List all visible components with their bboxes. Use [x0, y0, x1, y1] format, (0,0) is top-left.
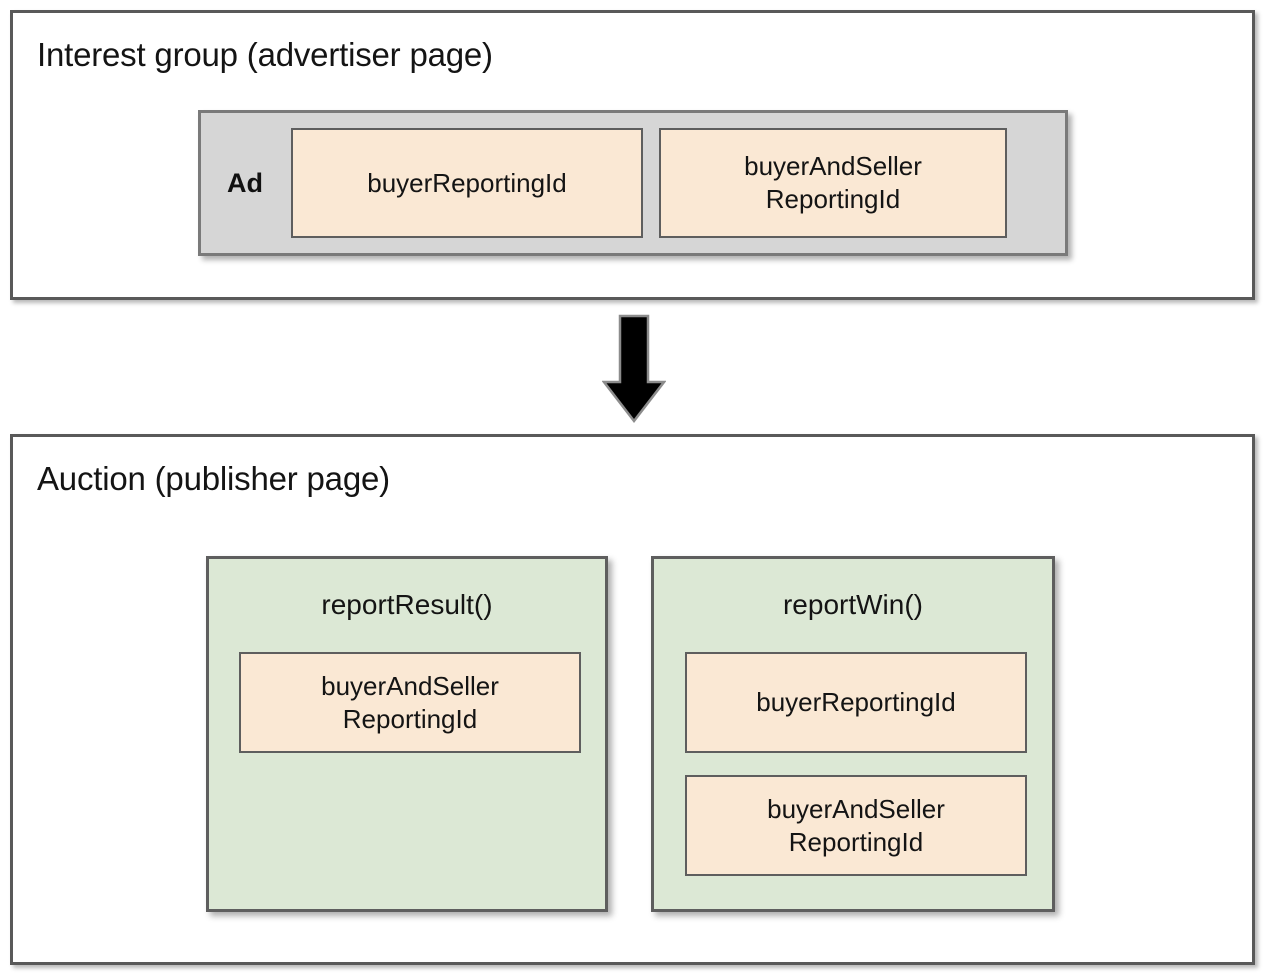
id-box-buyer-and-seller-reporting-id: buyerAndSeller ReportingId: [685, 775, 1027, 876]
id-box-buyer-and-seller-reporting-id: buyerAndSeller ReportingId: [659, 128, 1007, 238]
function-name-report-result: reportResult(): [321, 589, 493, 620]
id-box-buyer-reporting-id: buyerReportingId: [685, 652, 1027, 753]
ad-container: Ad buyerReportingId buyerAndSeller Repor…: [198, 110, 1068, 256]
id-box-buyer-reporting-id: buyerReportingId: [291, 128, 643, 238]
ad-label: Ad: [227, 167, 263, 198]
id-box-buyer-and-seller-reporting-id: buyerAndSeller ReportingId: [239, 652, 581, 753]
interest-group-panel-title: Interest group (advertiser page): [37, 36, 493, 73]
function-box-report-result: reportResult() buyerAndSeller ReportingI…: [206, 556, 608, 912]
interest-group-panel: Interest group (advertiser page) Ad buye…: [10, 10, 1255, 300]
function-box-report-win: reportWin() buyerReportingId buyerAndSel…: [651, 556, 1055, 912]
arrow-down-icon: [602, 314, 666, 424]
auction-panel: Auction (publisher page) reportResult() …: [10, 434, 1255, 965]
function-name-report-win: reportWin(): [782, 589, 923, 620]
auction-panel-title: Auction (publisher page): [37, 460, 390, 497]
